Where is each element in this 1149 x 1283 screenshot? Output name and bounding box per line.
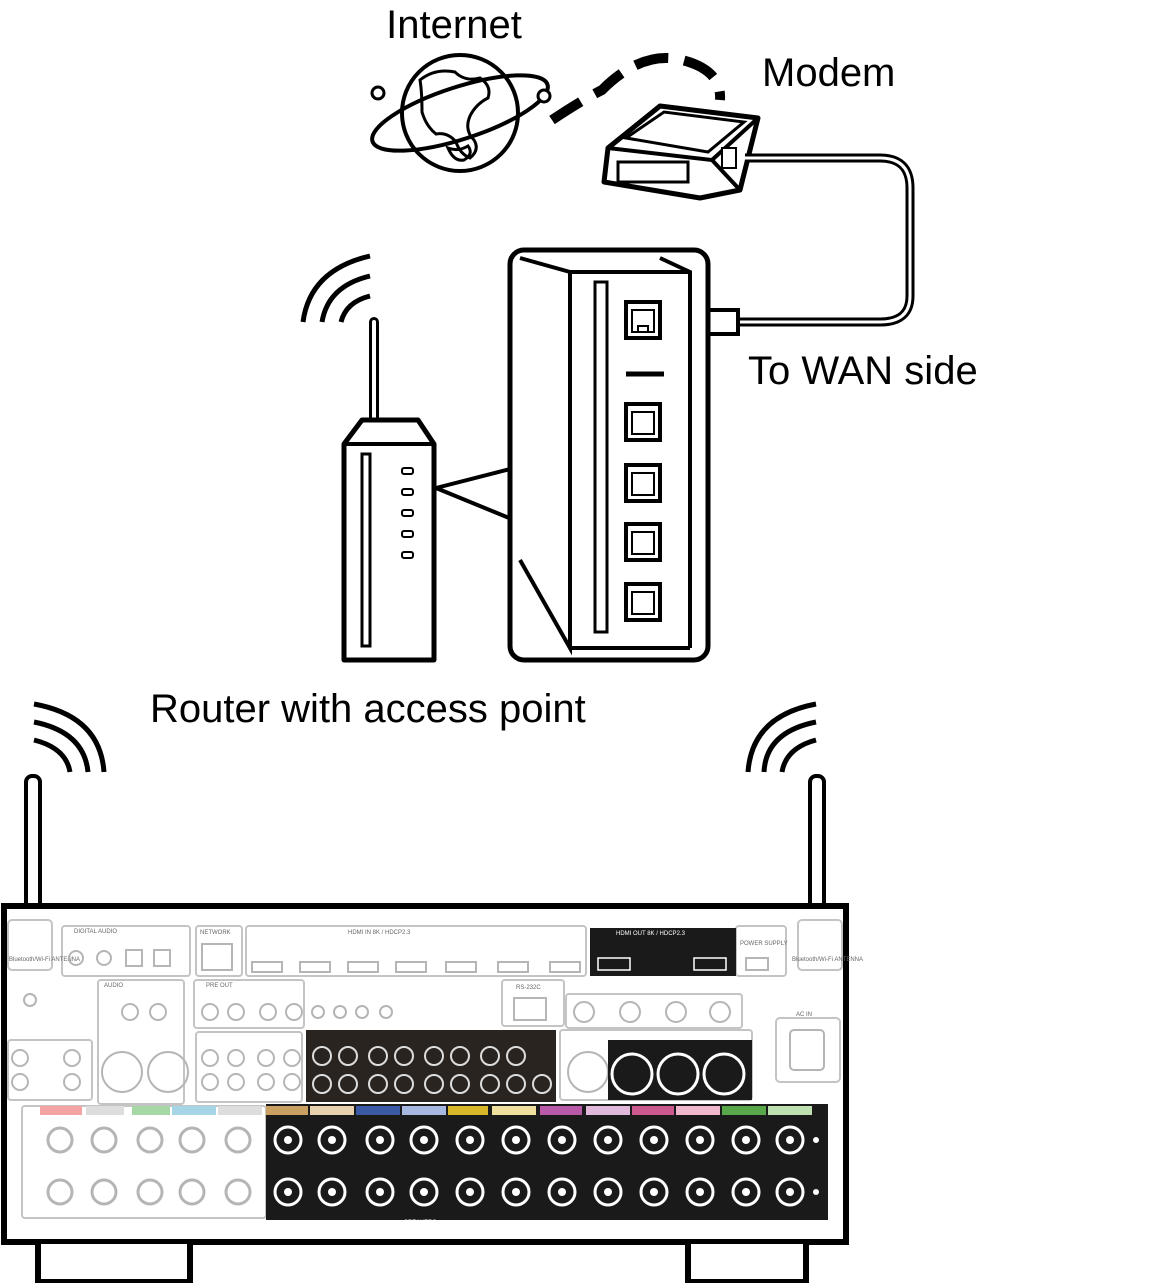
audio-label: AUDIO (104, 983, 123, 989)
modem-icon (601, 103, 761, 201)
bt-antenna-right-label: Bluetooth/Wi-Fi ANTENNA (792, 957, 863, 963)
speakers-panel: SPEAKERS (266, 1104, 828, 1226)
router-label: Router with access point (150, 687, 586, 731)
router-back-panel (507, 247, 711, 663)
receiver-faded-jacks (11, 943, 825, 1093)
lan-port-icon (624, 402, 662, 622)
antenna-left-icon (24, 701, 107, 912)
ac-in-label: AC IN (796, 1012, 812, 1018)
wan-port-icon (624, 300, 662, 340)
rs232c-label: RS-232C (516, 985, 541, 991)
network-label: NETWORK (200, 930, 231, 936)
pre-out-label: PRE OUT (206, 983, 233, 989)
receiver-faded-speaker-terminals (46, 1126, 252, 1206)
hdmi-in-label: HDMI IN 8K / HDCP2.3 (348, 930, 411, 936)
receiver-foot-left (35, 1244, 193, 1283)
hdmi-out-panel: HDMI OUT 8K / HDCP2.3 (590, 928, 736, 976)
receiver-foot-right (685, 1244, 809, 1283)
wan-side-label: To WAN side (748, 349, 978, 393)
balanced-xlr-panel: BALANCED XLR PRE OUT (596, 1034, 752, 1100)
modem-label: Modem (762, 51, 895, 95)
bt-antenna-left-label: Bluetooth/Wi-Fi ANTENNA (9, 957, 80, 963)
power-supply-label: POWER SUPPLY (740, 941, 788, 947)
internet-label: Internet (386, 3, 522, 47)
hdmi-out-label: HDMI OUT 8K / HDCP2.3 (616, 931, 686, 937)
speaker-channel-tags (40, 1106, 812, 1115)
speakers-label: SPEAKERS (404, 1220, 436, 1226)
wan-cable (738, 153, 915, 327)
digital-audio-label: DIGITAL AUDIO (74, 929, 117, 935)
pre-out-panel (306, 1030, 556, 1102)
internet-link-line (549, 53, 726, 125)
internet-globe-icon (370, 53, 552, 173)
antenna-right-icon (745, 701, 826, 912)
router-icon (300, 253, 437, 663)
balanced-label: BALANCED XLR PRE OUT (596, 1034, 670, 1040)
